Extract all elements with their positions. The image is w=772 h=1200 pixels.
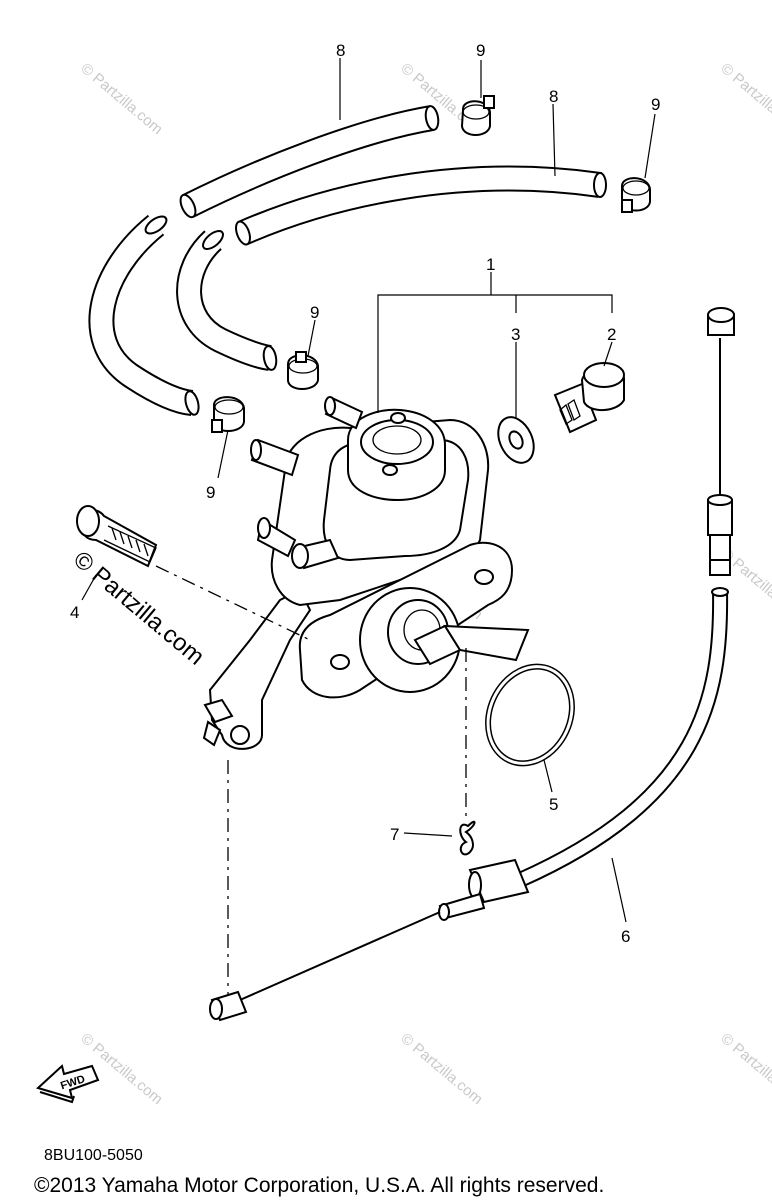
reference-code: 8BU100-5050 bbox=[44, 1147, 143, 1164]
callout-5: 5 bbox=[549, 795, 558, 814]
callout-8: 8 bbox=[336, 41, 345, 60]
callout-9: 9 bbox=[476, 41, 485, 60]
callout-1: 1 bbox=[486, 255, 495, 274]
oil-pump-assembly bbox=[202, 396, 530, 750]
watermark: © Partzilla.com bbox=[717, 1030, 772, 1108]
hose-left-outer bbox=[88, 214, 200, 416]
fwd-arrow-icon: FWD bbox=[36, 1064, 100, 1104]
callout-9: 9 bbox=[310, 303, 319, 322]
hose-left-inner bbox=[176, 230, 278, 371]
watermark: © Partzilla.com bbox=[397, 1030, 485, 1108]
hose-upper-left bbox=[179, 105, 440, 219]
callout-6: 6 bbox=[621, 927, 630, 946]
leader-lines bbox=[81, 58, 656, 923]
clip-right bbox=[621, 177, 651, 213]
clip-top bbox=[460, 95, 495, 136]
watermark-large: © Partzilla.com bbox=[68, 546, 209, 671]
callout-7: 7 bbox=[390, 825, 399, 844]
o-ring bbox=[485, 663, 575, 767]
callout-9: 9 bbox=[651, 95, 660, 114]
washer bbox=[497, 416, 535, 464]
cotter-clip bbox=[459, 820, 476, 856]
clip-mid bbox=[287, 351, 319, 390]
callout-8: 8 bbox=[549, 87, 558, 106]
copyright-notice: ©2013 Yamaha Motor Corporation, U.S.A. A… bbox=[34, 1174, 604, 1197]
callout-3: 3 bbox=[511, 325, 520, 344]
bolt bbox=[76, 505, 158, 568]
callout-9: 9 bbox=[206, 483, 215, 502]
hose-upper-right bbox=[235, 165, 607, 246]
watermark: © Partzilla.com bbox=[77, 60, 165, 138]
callout-4: 4 bbox=[70, 603, 79, 622]
clip-left bbox=[211, 396, 245, 433]
watermark: © Partzilla.com bbox=[717, 60, 772, 138]
throttle-cable bbox=[209, 307, 735, 1022]
callout-2: 2 bbox=[607, 325, 616, 344]
screw bbox=[553, 362, 625, 434]
